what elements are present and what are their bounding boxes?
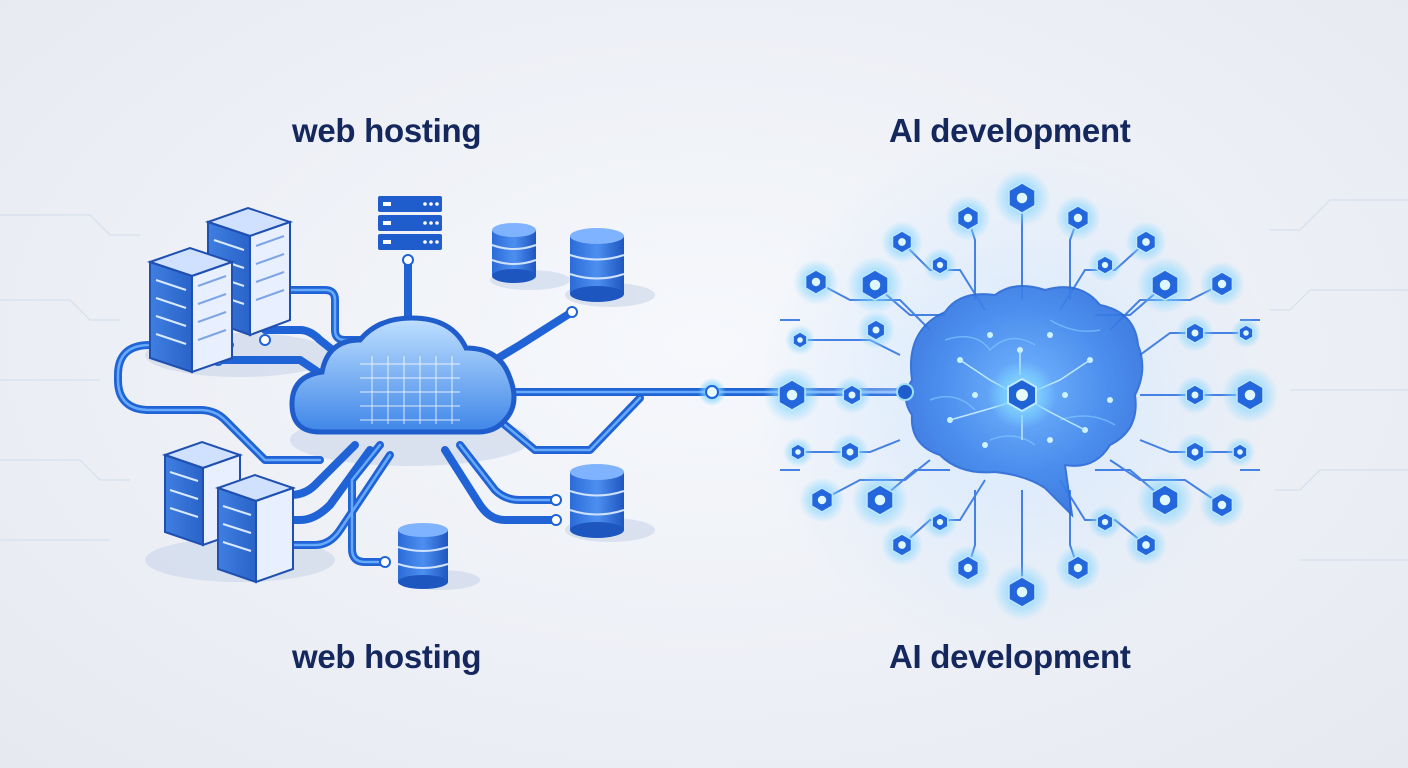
circuit-node-core — [1016, 586, 1028, 598]
circuit-node-core — [1217, 500, 1227, 510]
brain-input-port — [896, 383, 914, 401]
circuit-node-core — [1142, 541, 1150, 549]
link-node — [698, 378, 726, 406]
circuit-node-core — [1191, 329, 1199, 337]
ai-development-title-top: AI development — [889, 112, 1131, 149]
server-rack-icon — [214, 473, 297, 584]
circuit-node-core — [898, 541, 906, 549]
circuit-node-core — [811, 277, 821, 287]
circuit-node-core — [1101, 261, 1109, 269]
circuit-node-core — [1073, 563, 1083, 573]
cloud-icon — [289, 315, 517, 435]
circuit-node-core — [1237, 449, 1243, 455]
circuit-node-core — [1191, 448, 1199, 456]
database-icon — [569, 228, 625, 302]
circuit-node-core — [817, 495, 827, 505]
background-circuit-lines — [0, 199, 1408, 561]
circuit-node-core — [795, 449, 801, 455]
circuit-node-core — [1159, 279, 1171, 291]
database-icon — [491, 223, 537, 283]
hosting-connection-pipes — [114, 254, 904, 568]
server-rack-icon — [146, 246, 236, 374]
circuit-node-group — [763, 169, 1279, 621]
web-hosting-title-bottom: web hosting — [292, 638, 482, 675]
server-stack-icon — [378, 196, 442, 250]
circuit-node-core — [846, 448, 854, 456]
circuit-node-core — [1191, 391, 1199, 399]
circuit-node-core — [1243, 330, 1249, 336]
circuit-node-core — [936, 518, 944, 526]
web-hosting-title-top: web hosting — [292, 112, 482, 149]
circuit-node-core — [797, 337, 803, 343]
circuit-node-core — [1016, 192, 1028, 204]
circuit-node-core — [1073, 213, 1083, 223]
circuit-node-core — [963, 213, 973, 223]
circuit-node-core — [872, 326, 880, 334]
circuit-node-core — [848, 391, 856, 399]
database-icon — [569, 464, 625, 538]
circuit-node-core — [869, 279, 881, 291]
circuit-node-core — [1244, 389, 1256, 401]
database-icon — [397, 523, 449, 589]
circuit-node-core — [1101, 518, 1109, 526]
circuit-node-core — [1159, 494, 1171, 506]
circuit-node-core — [1142, 238, 1150, 246]
circuit-node-core — [1217, 279, 1227, 289]
chip-core-icon — [988, 361, 1056, 429]
circuit-node-core — [936, 261, 944, 269]
circuit-node-core — [963, 563, 973, 573]
circuit-node-core — [786, 389, 798, 401]
circuit-node-core — [898, 238, 906, 246]
circuit-node-core — [874, 494, 886, 506]
ai-development-title-bottom: AI development — [889, 638, 1131, 675]
